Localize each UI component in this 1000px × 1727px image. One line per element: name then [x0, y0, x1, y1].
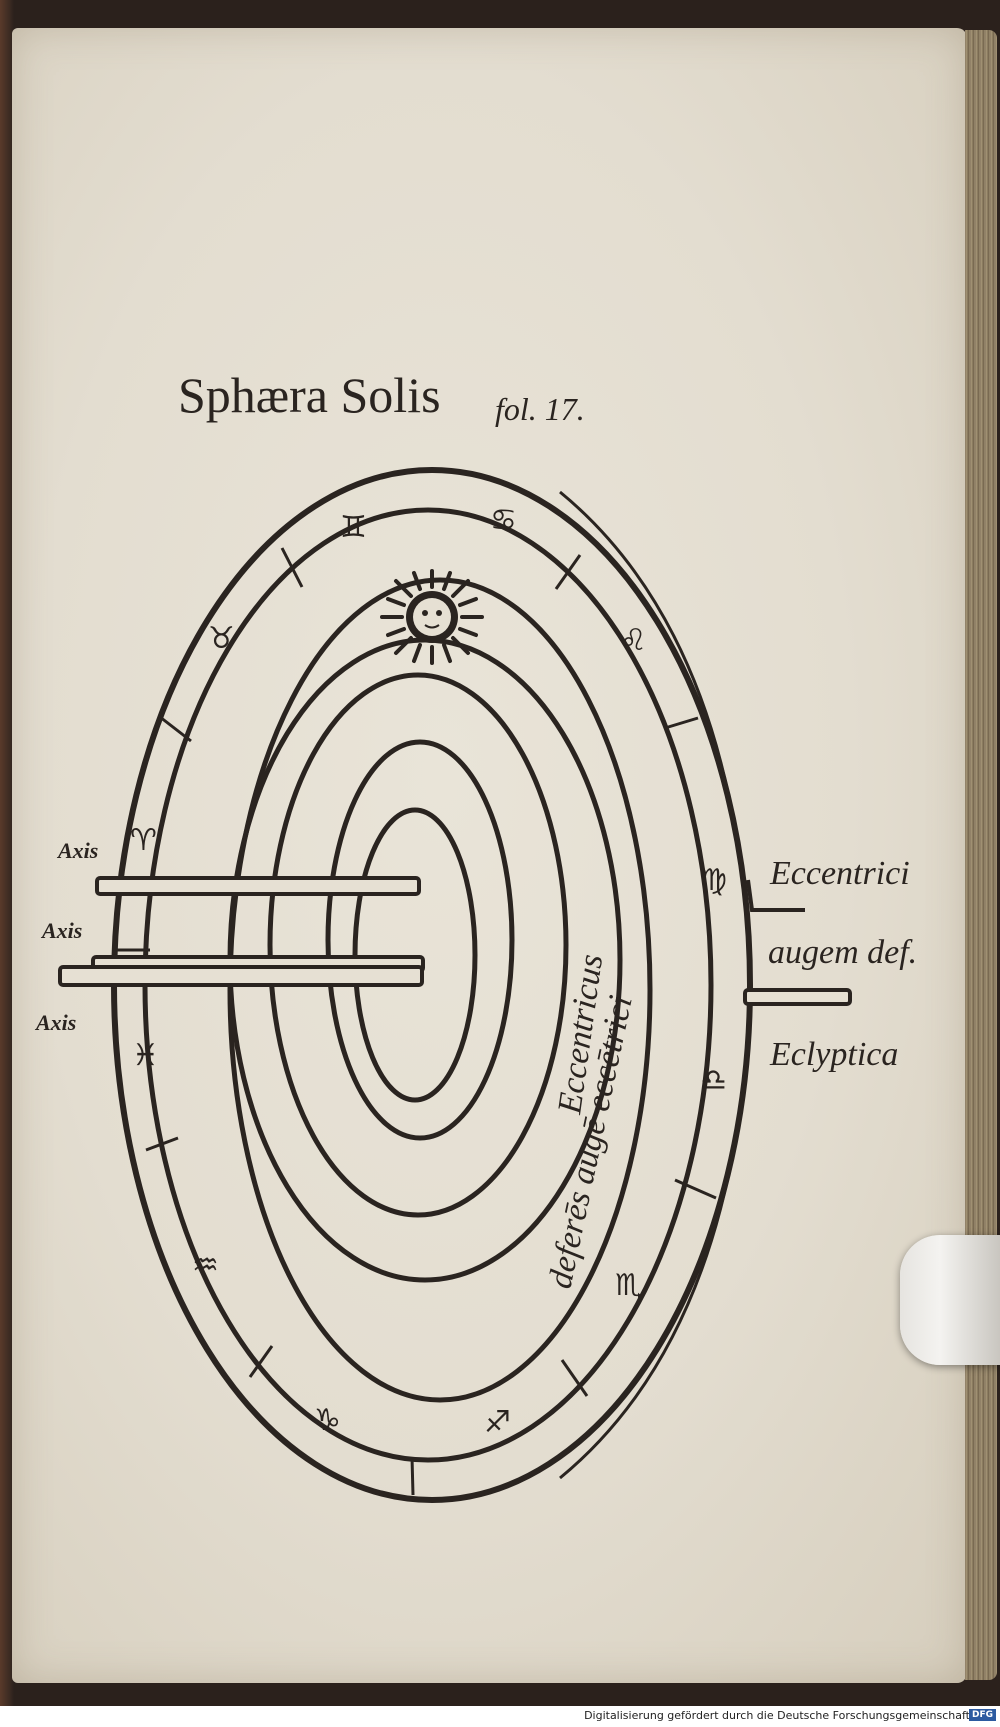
- diagram-title: Sphæra Solis: [178, 367, 441, 423]
- ecliptic-rim: [559, 490, 752, 1480]
- scorpio-sign: ♏: [615, 1268, 642, 1303]
- zodiac-divisions: [117, 547, 717, 1496]
- sun-icon: [380, 569, 484, 665]
- page-edges: [965, 30, 997, 1680]
- taurus-sign: ♉: [208, 621, 235, 656]
- capricorn-sign: ♑: [314, 1403, 341, 1438]
- aries-sign: ♈: [130, 823, 157, 858]
- footer-credit: Digitalisierung gefördert durch die Deut…: [584, 1709, 970, 1722]
- eccentric-orb-inner: [325, 739, 515, 1141]
- leo-sign: ♌: [620, 623, 647, 658]
- axis-rod-lower: [58, 965, 424, 987]
- augem-def-label: augem def.: [768, 934, 917, 971]
- axis-rod-upper: [95, 876, 421, 896]
- folio-reference: fol. 17.: [495, 391, 585, 427]
- cancer-sign: ♋: [490, 503, 517, 538]
- eccentric-orb-outer: [267, 672, 569, 1218]
- gemini-sign: ♊: [340, 510, 367, 545]
- eccentric-pointer: [746, 879, 805, 912]
- eclyptica-label: Eclyptica: [769, 1036, 898, 1073]
- axis-label-bottom: Axis: [34, 1010, 76, 1035]
- axis-label-middle: Axis: [40, 918, 82, 943]
- axis-label-top: Axis: [56, 838, 98, 863]
- libra-sign: ♎: [700, 1063, 727, 1098]
- book-page: [12, 28, 967, 1683]
- pisces-sign: ♓: [132, 1038, 159, 1073]
- axis-rods: [58, 876, 852, 1006]
- footer-bar: [0, 1706, 1000, 1727]
- sagittarius-sign: ♐: [484, 1405, 511, 1440]
- axis-rod-right: [743, 988, 852, 1006]
- dfg-badge: DFG: [968, 1709, 996, 1721]
- book-clasp: [900, 1235, 1000, 1365]
- aquarius-sign: ♒: [192, 1248, 219, 1283]
- eccentrici-label: Eccentrici: [769, 855, 910, 892]
- virgo-sign: ♍: [700, 863, 727, 898]
